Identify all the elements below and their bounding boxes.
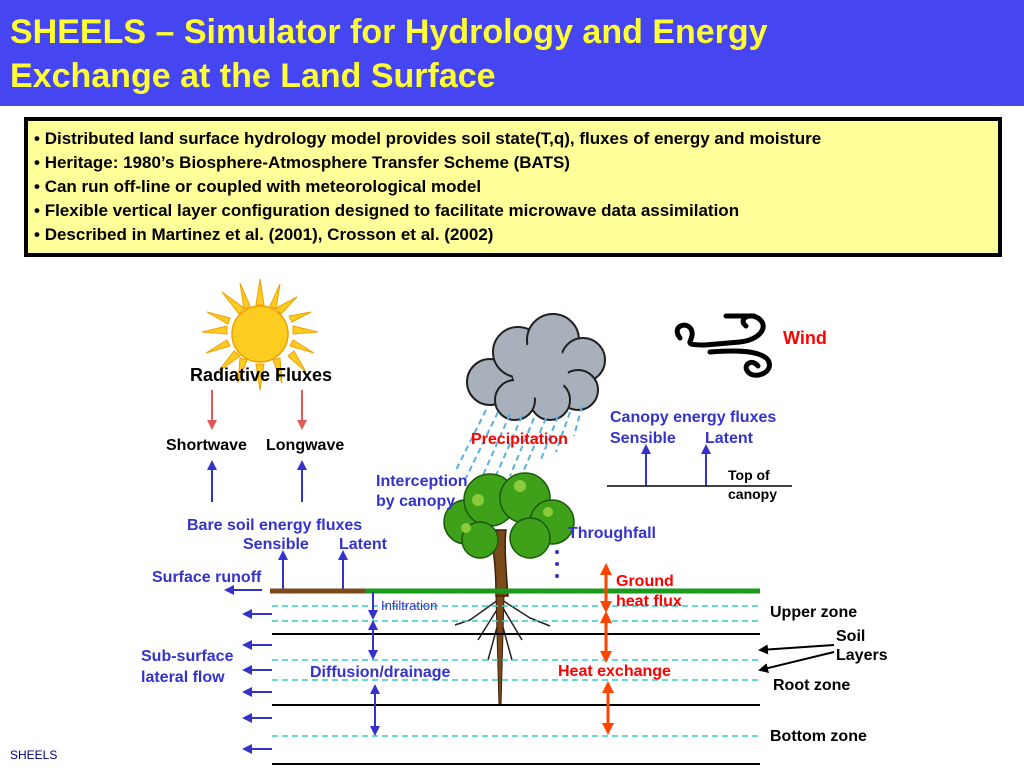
wind-icon xyxy=(674,313,772,378)
bullet-list: Distributed land surface hydrology model… xyxy=(28,121,998,247)
ground-heat-flux-label: Ground heat flux xyxy=(616,573,682,610)
infiltration-label: Infiltration xyxy=(381,598,438,613)
surface-runoff-label: Surface runoff xyxy=(152,569,262,586)
slide-title: SHEELS – Simulator for Hydrology and Ene… xyxy=(10,13,768,95)
tree-icon xyxy=(443,472,575,706)
bullet-item: Flexible vertical layer configuration de… xyxy=(34,199,998,223)
root-zone-label: Root zone xyxy=(773,677,851,694)
bottom-zone-label: Bottom zone xyxy=(770,728,867,745)
bullet-item: Distributed land surface hydrology model… xyxy=(34,127,998,151)
bullet-item: Heritage: 1980’s Biosphere-Atmosphere Tr… xyxy=(34,151,998,175)
soil-latent-label: Latent xyxy=(339,536,387,553)
longwave-label: Longwave xyxy=(266,437,345,454)
bare-soil-energy-fluxes-label: Bare soil energy fluxes xyxy=(187,517,363,534)
bullet-item: Can run off-line or coupled with meteoro… xyxy=(34,175,998,199)
soil-layers-pointer-lower xyxy=(758,651,835,673)
canopy-energy-fluxes-label: Canopy energy fluxes xyxy=(610,409,777,426)
shortwave-label: Shortwave xyxy=(166,437,247,454)
title-bar: SHEELS – Simulator for Hydrology and Ene… xyxy=(0,0,1024,106)
radiative-fluxes-label: Radiative Fluxes xyxy=(190,365,333,385)
throughfall-drops xyxy=(555,550,559,578)
summary-box: Distributed land surface hydrology model… xyxy=(24,117,1002,257)
upper-zone-label: Upper zone xyxy=(770,604,858,621)
bullet-item: Described in Martinez et al. (2001), Cro… xyxy=(34,223,998,247)
throughfall-label: Throughfall xyxy=(568,525,656,542)
soil-sensible-label: Sensible xyxy=(243,536,309,553)
sun-icon xyxy=(201,278,319,391)
top-of-canopy-label: Top of canopy xyxy=(728,467,778,502)
precipitation-label: Precipitation xyxy=(471,431,568,448)
interception-label: Interception by canopy xyxy=(376,473,468,510)
canopy-sensible-label: Sensible xyxy=(610,430,676,447)
diffusion-drainage-label: Diffusion/drainage xyxy=(310,664,451,681)
soil-layers-label: Soil Layers xyxy=(836,628,888,664)
sub-surface-flow-label: Sub-surface lateral flow xyxy=(141,648,234,686)
rain-streaks xyxy=(455,405,583,483)
heat-exchange-label: Heat exchange xyxy=(558,663,671,680)
cloud-icon xyxy=(466,313,606,421)
lateral-flow-arrows xyxy=(224,585,272,754)
wind-label: Wind xyxy=(783,328,827,348)
footer-label: SHEELS xyxy=(10,748,58,762)
soil-layers-pointer-upper xyxy=(758,644,835,655)
canopy-latent-label: Latent xyxy=(705,430,753,447)
soil-layers xyxy=(272,605,760,765)
